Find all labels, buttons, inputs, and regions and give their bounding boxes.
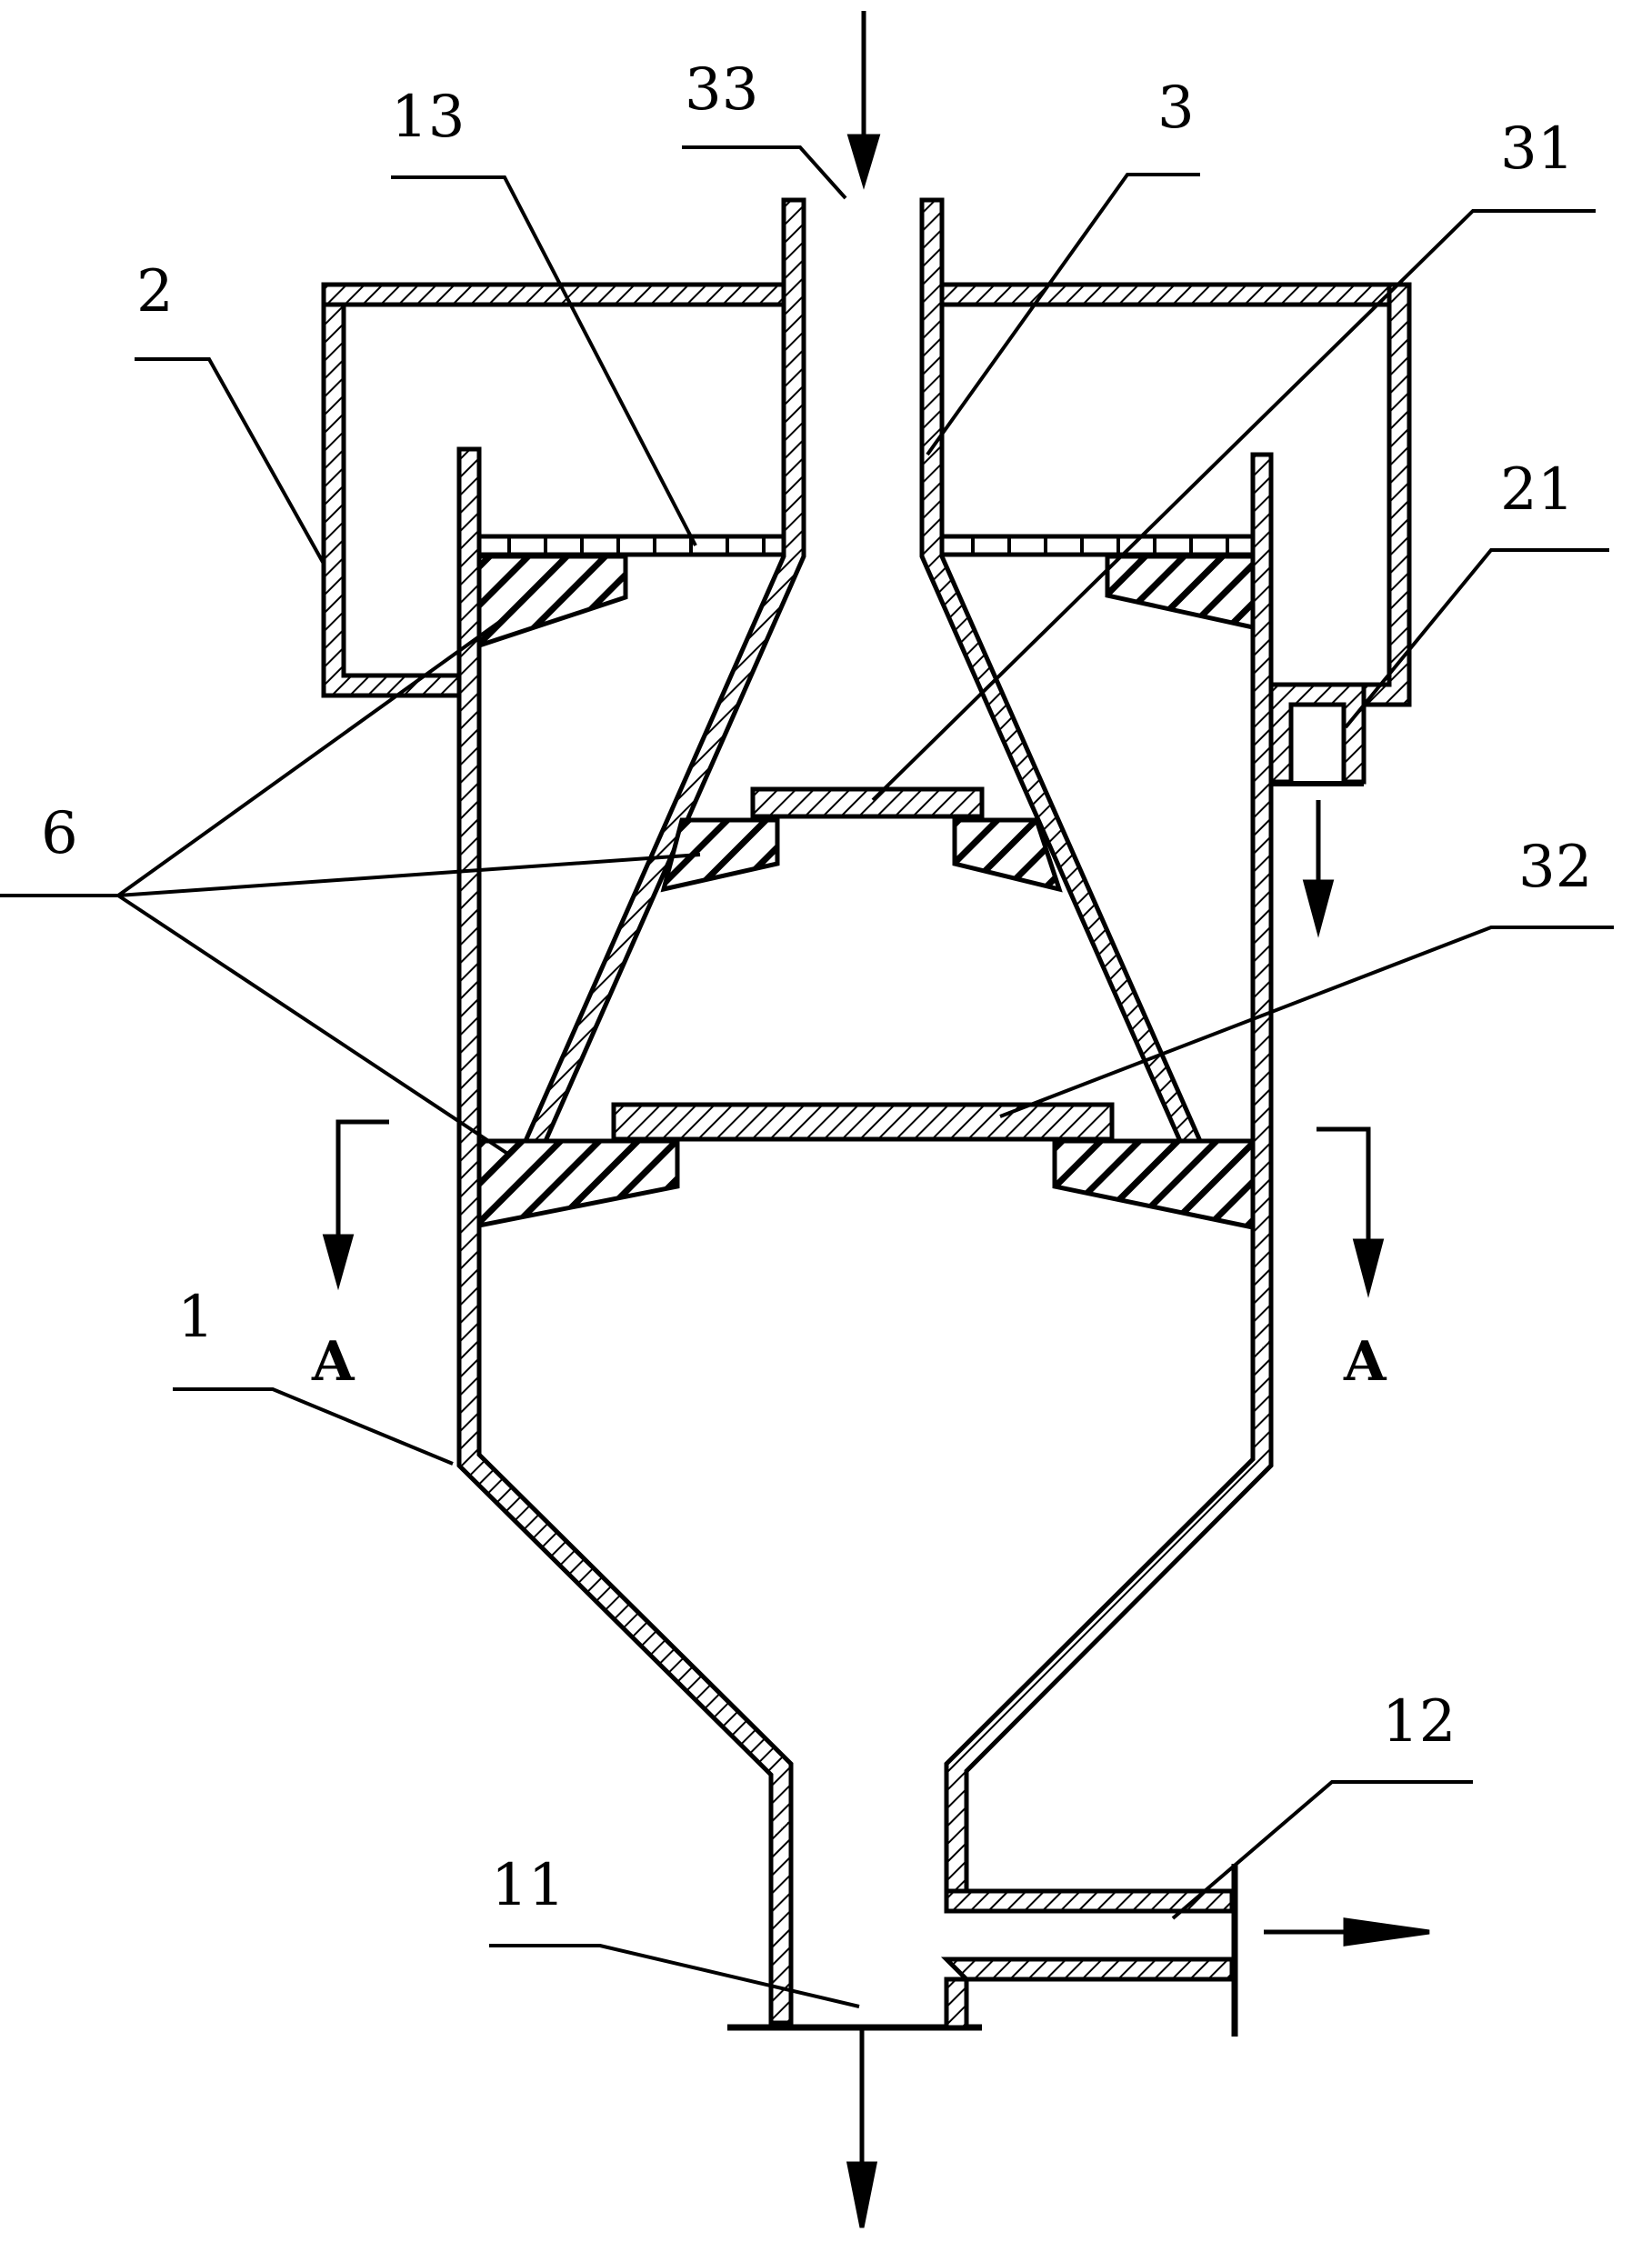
perforated-plate-left <box>476 534 786 557</box>
outlet-pipe-12-top-wall <box>944 1888 1235 1914</box>
label-section-a-right: A <box>1343 1330 1387 1394</box>
wear-block-mid-left <box>660 817 780 893</box>
wear-block-mid-right <box>952 817 1063 893</box>
outlet-21-pipe <box>1268 682 1367 785</box>
deflector-plate-32 <box>611 1102 1115 1142</box>
section-a-right-marker <box>1317 1126 1371 1273</box>
leader-6b <box>117 853 701 897</box>
label-12: 12 <box>1382 1688 1456 1756</box>
leader-1 <box>173 1387 454 1466</box>
perforated-plate-right <box>939 534 1256 557</box>
section-a-left-marker <box>335 1119 389 1273</box>
leader-6c <box>116 894 511 1156</box>
overflow-box-top-left <box>321 282 786 307</box>
label-31: 31 <box>1500 115 1574 183</box>
vessel-left-wall <box>456 446 794 2026</box>
label-32: 32 <box>1518 834 1592 901</box>
label-13: 13 <box>391 84 465 151</box>
leader-2 <box>135 357 325 565</box>
inlet-arrow-head <box>846 134 881 190</box>
outlet-12-arrow-head <box>1343 1917 1430 1947</box>
label-section-a-left: A <box>311 1330 355 1394</box>
outlet-pipe-12-bottom-wall <box>940 1957 1235 2030</box>
inlet-pipe-right-wall <box>919 197 1204 1144</box>
leader-33 <box>682 145 847 200</box>
label-3: 3 <box>1157 75 1195 142</box>
section-a-right-arrow <box>1352 1238 1385 1298</box>
overflow-box-left-wall <box>321 282 462 698</box>
leader-32 <box>999 926 1614 1118</box>
wear-block-bottom-right <box>1052 1138 1256 1231</box>
overflow-box-top-right <box>939 282 1412 307</box>
leader-21 <box>1344 548 1609 729</box>
wear-block-top-right <box>1105 554 1256 631</box>
section-a-left-arrow <box>322 1234 355 1291</box>
leader-13 <box>391 175 697 546</box>
label-11: 11 <box>491 1852 565 1919</box>
inlet-pipe-left-wall <box>522 197 806 1144</box>
outlet-21-arrow-head <box>1302 879 1335 938</box>
label-6: 6 <box>41 800 78 867</box>
overflow-box-right-wall <box>1361 282 1412 707</box>
label-1: 1 <box>177 1284 215 1351</box>
leader-31 <box>871 209 1596 802</box>
outlet-11-arrow-head <box>846 2161 878 2228</box>
leader-12 <box>1171 1780 1473 1920</box>
label-2: 2 <box>136 258 174 325</box>
label-21: 21 <box>1500 456 1574 524</box>
wear-block-top-left <box>476 554 628 649</box>
leader-11 <box>489 1944 860 2008</box>
leader-3 <box>926 173 1200 456</box>
deflector-plate-31 <box>750 786 985 819</box>
label-33: 33 <box>685 56 758 124</box>
wear-block-bottom-left <box>476 1138 680 1229</box>
